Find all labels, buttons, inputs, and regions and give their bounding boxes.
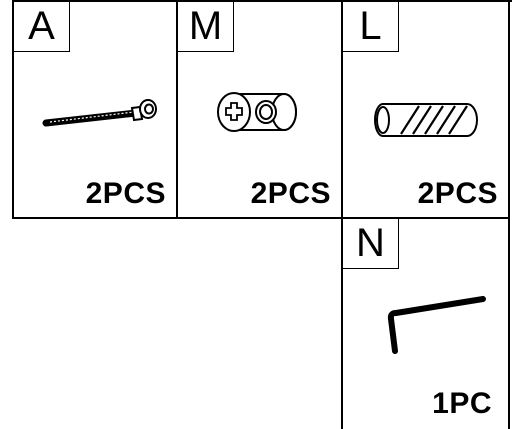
row-divider <box>12 217 510 219</box>
part-letter-a: A <box>14 2 70 52</box>
part-letter-m: M <box>178 2 234 52</box>
left-border <box>12 0 14 219</box>
part-cell-a: A 2PCS <box>14 2 176 217</box>
part-letter-l: L <box>343 2 399 52</box>
divider-m-l <box>341 0 343 429</box>
part-quantity-l: 2PCS <box>417 177 498 210</box>
divider-a-m <box>176 0 178 219</box>
part-cell-l: L 2PCS <box>343 2 508 217</box>
part-quantity-m: 2PCS <box>250 177 331 210</box>
part-cell-m: M 2PCS <box>178 2 341 217</box>
part-quantity-n: 1PC <box>432 387 492 420</box>
top-border <box>12 0 512 2</box>
bolt-icon <box>42 99 157 127</box>
part-quantity-a: 2PCS <box>85 177 166 210</box>
part-letter-n: N <box>343 219 399 269</box>
allen-key-icon <box>387 296 486 354</box>
part-cell-n: N 1PC <box>343 219 508 429</box>
wooden-dowel-icon <box>374 103 478 137</box>
barrel-nut-icon <box>217 92 297 132</box>
right-border <box>508 0 510 429</box>
